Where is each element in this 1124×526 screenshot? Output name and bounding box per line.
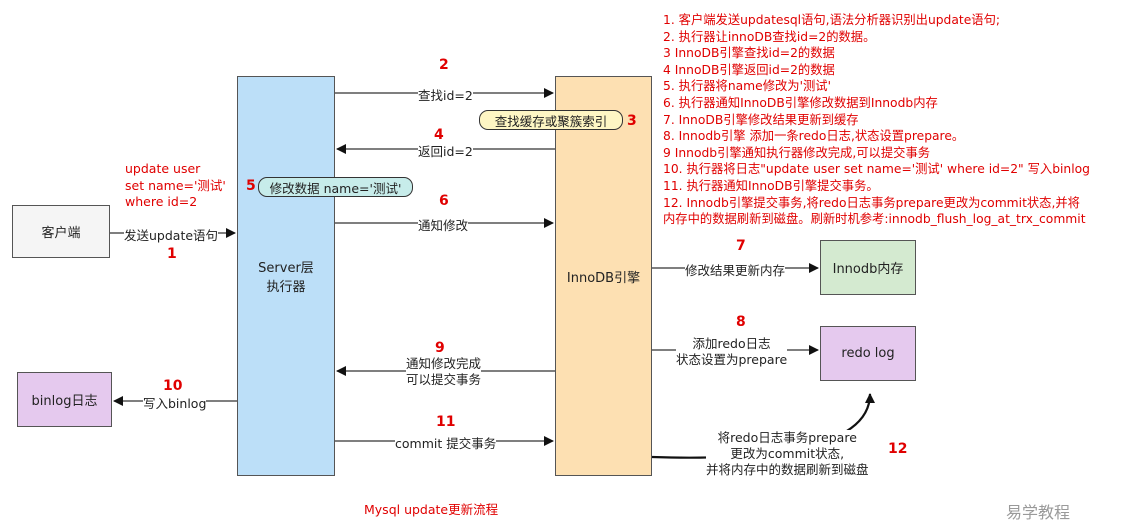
modify-data-text: 修改数据 name='测试'	[269, 180, 402, 196]
step-number-2: 2	[439, 57, 449, 73]
binlog-label: binlog日志	[31, 394, 98, 409]
label-done-line1: 通知修改完成	[406, 356, 482, 371]
step-number-9: 9	[435, 340, 445, 356]
step-item: 6. 执行器通知InnoDB引擎修改数据到Innodb内存	[663, 95, 938, 110]
step-item: 9 Innodb引擎通知执行器修改完成,可以提交事务	[663, 145, 931, 160]
label-redo-commit: 将redo日志事务prepare 更改为commit状态, 并将内存中的数据刷新…	[706, 430, 869, 478]
label-redo-commit-line1: 将redo日志事务prepare	[717, 430, 857, 445]
step-number-6: 6	[439, 193, 449, 209]
step-number-8: 8	[736, 314, 746, 330]
step-item: 7. InnoDB引擎修改结果更新到缓存	[663, 112, 859, 127]
label-commit: commit 提交事务	[395, 433, 497, 452]
step-item: 12. Innodb引擎提交事务,将redo日志事务prepare更改为comm…	[663, 195, 1080, 210]
step-number-7: 7	[736, 238, 746, 254]
sql-note-line: update user	[125, 161, 201, 176]
innodb-memory-node: Innodb内存	[820, 240, 916, 295]
label-redo-prepare-line1: 添加redo日志	[692, 336, 771, 351]
step-item: 3 InnoDB引擎查找id=2的数据	[663, 46, 835, 61]
sql-note-line: set name='测试'	[125, 177, 226, 193]
label-write-binlog: 写入binlog	[143, 393, 207, 412]
label-redo-commit-line3: 并将内存中的数据刷新到磁盘	[706, 462, 869, 477]
executor-label: 执行器	[266, 280, 306, 295]
step-item: 2. 执行器让innoDB查找id=2的数据。	[663, 29, 876, 44]
sql-note: update user set name='测试' where id=2	[125, 161, 226, 211]
label-done: 通知修改完成 可以提交事务	[406, 356, 482, 388]
step-item: 1. 客户端发送updatesql语句,语法分析器识别出update语句;	[663, 13, 1001, 27]
step-number-10: 10	[163, 378, 183, 394]
step-item: 11. 执行器通知InnoDB引擎提交事务。	[663, 178, 879, 193]
label-find: 查找id=2	[418, 85, 473, 104]
client-label: 客户端	[41, 226, 81, 241]
modify-data-pill: 修改数据 name='测试'	[258, 177, 413, 197]
label-send-sql: 发送update语句	[124, 225, 219, 244]
server-label: Server层	[258, 261, 314, 276]
label-redo-prepare-line2: 状态设置为prepare	[676, 352, 788, 367]
step-number-12: 12	[888, 441, 908, 457]
innodb-label: InnoDB引擎	[566, 270, 641, 286]
redo-log-node: redo log	[820, 326, 916, 381]
client-node: 客户端	[12, 205, 110, 258]
step-number-5: 5	[246, 178, 256, 194]
label-notify: 通知修改	[418, 215, 469, 234]
step-item: 10. 执行器将日志"update user set name='测试' whe…	[663, 162, 1090, 177]
step-item: 8. Innodb引擎 添加一条redo日志,状态设置prepare。	[663, 129, 965, 144]
sql-note-line: where id=2	[125, 194, 198, 209]
binlog-node: binlog日志	[17, 372, 112, 427]
step-item: 5. 执行器将name修改为'测试'	[663, 79, 831, 94]
server-executor-node: Server层 执行器	[237, 76, 335, 476]
label-done-line2: 可以提交事务	[406, 372, 482, 387]
step-number-3: 3	[627, 113, 637, 129]
label-redo-commit-line2: 更改为commit状态,	[730, 446, 845, 461]
step-item: 内存中的数据刷新到磁盘。刷新时机参考:innodb_flush_log_at_t…	[663, 212, 1086, 227]
watermark: 易学教程	[1006, 503, 1071, 522]
step-item: 4 InnoDB引擎返回id=2的数据	[663, 62, 835, 77]
cache-lookup-pill: 查找缓存或聚簇索引	[479, 110, 623, 130]
redo-log-label: redo log	[841, 346, 895, 361]
step-number-4: 4	[434, 127, 444, 143]
innodb-memory-label: Innodb内存	[832, 262, 904, 277]
label-redo-prepare: 添加redo日志 状态设置为prepare	[676, 336, 788, 368]
innodb-engine-node: InnoDB引擎	[555, 76, 652, 476]
label-return: 返回id=2	[418, 141, 473, 160]
step-number-11: 11	[436, 414, 456, 430]
diagram-caption: Mysql update更新流程	[364, 502, 499, 517]
cache-lookup-text: 查找缓存或聚簇索引	[494, 113, 608, 129]
label-update-mem: 修改结果更新内存	[685, 260, 786, 279]
step-number-1: 1	[167, 246, 177, 262]
steps-list: 1. 客户端发送updatesql语句,语法分析器识别出update语句; 2.…	[663, 12, 1090, 228]
